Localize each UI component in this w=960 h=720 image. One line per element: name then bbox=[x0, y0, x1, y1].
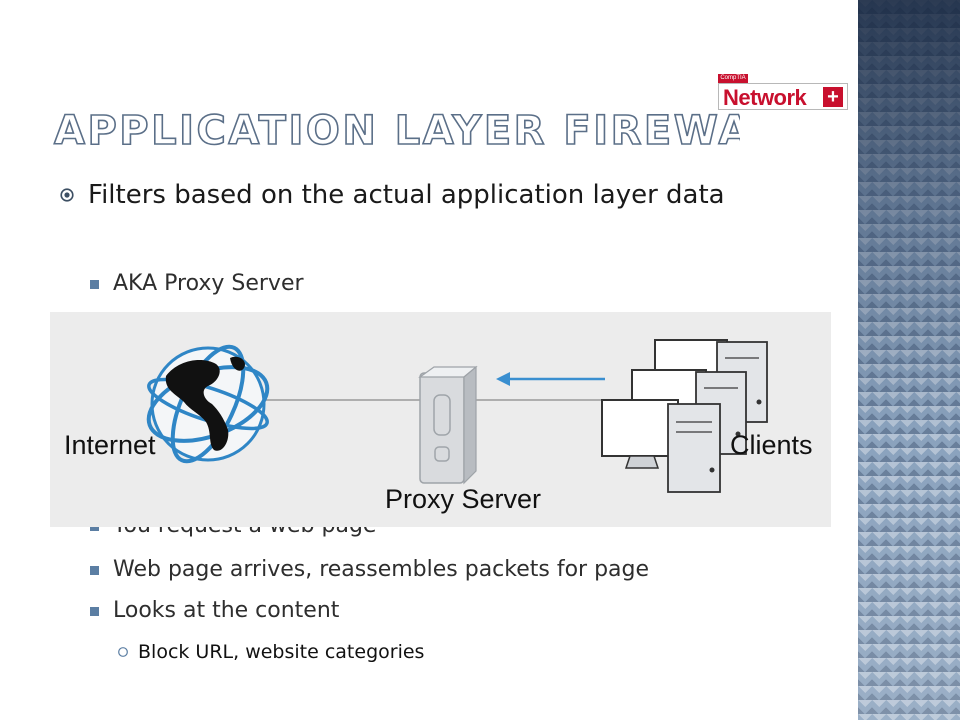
bullet-level1-text: Filters based on the actual application … bbox=[88, 180, 725, 210]
side-panel-shade bbox=[858, 0, 960, 720]
slide-title: APPLICATION LAYER FIREWALL bbox=[54, 108, 740, 154]
side-decorative-panel bbox=[858, 0, 960, 720]
bullet-level2-aka-proxy: AKA Proxy Server bbox=[113, 271, 304, 296]
square-icon bbox=[90, 607, 99, 616]
logo-box: Network + bbox=[718, 83, 848, 110]
proxy-server-label: Proxy Server bbox=[385, 484, 541, 514]
bullet-level2-page-arrives: Web page arrives, reassembles packets fo… bbox=[113, 557, 650, 582]
hollow-circle-icon bbox=[118, 647, 128, 657]
internet-label: Internet bbox=[64, 430, 156, 460]
proxy-server-icon bbox=[418, 365, 478, 485]
logo-plus: + bbox=[823, 87, 843, 107]
slide-title-graphic: APPLICATION LAYER FIREWALL bbox=[53, 107, 740, 155]
logo-tag: CompTIA bbox=[718, 74, 748, 83]
globe-icon bbox=[146, 344, 270, 464]
network-plus-logo: CompTIA Network + bbox=[718, 74, 850, 112]
clients-label: Clients bbox=[730, 430, 813, 460]
square-icon bbox=[90, 566, 99, 575]
logo-word: Network bbox=[723, 85, 807, 110]
arrow-head-icon bbox=[496, 372, 510, 386]
bullet-level2-looks-content: Looks at the content bbox=[113, 598, 340, 623]
square-icon bbox=[90, 280, 99, 289]
client-workstations-icon bbox=[601, 339, 768, 493]
proxy-server-diagram: Internet Proxy Server Clients bbox=[50, 312, 831, 527]
bullet-level3-block-url: Block URL, website categories bbox=[138, 641, 425, 663]
circled-dot-icon bbox=[60, 188, 74, 202]
